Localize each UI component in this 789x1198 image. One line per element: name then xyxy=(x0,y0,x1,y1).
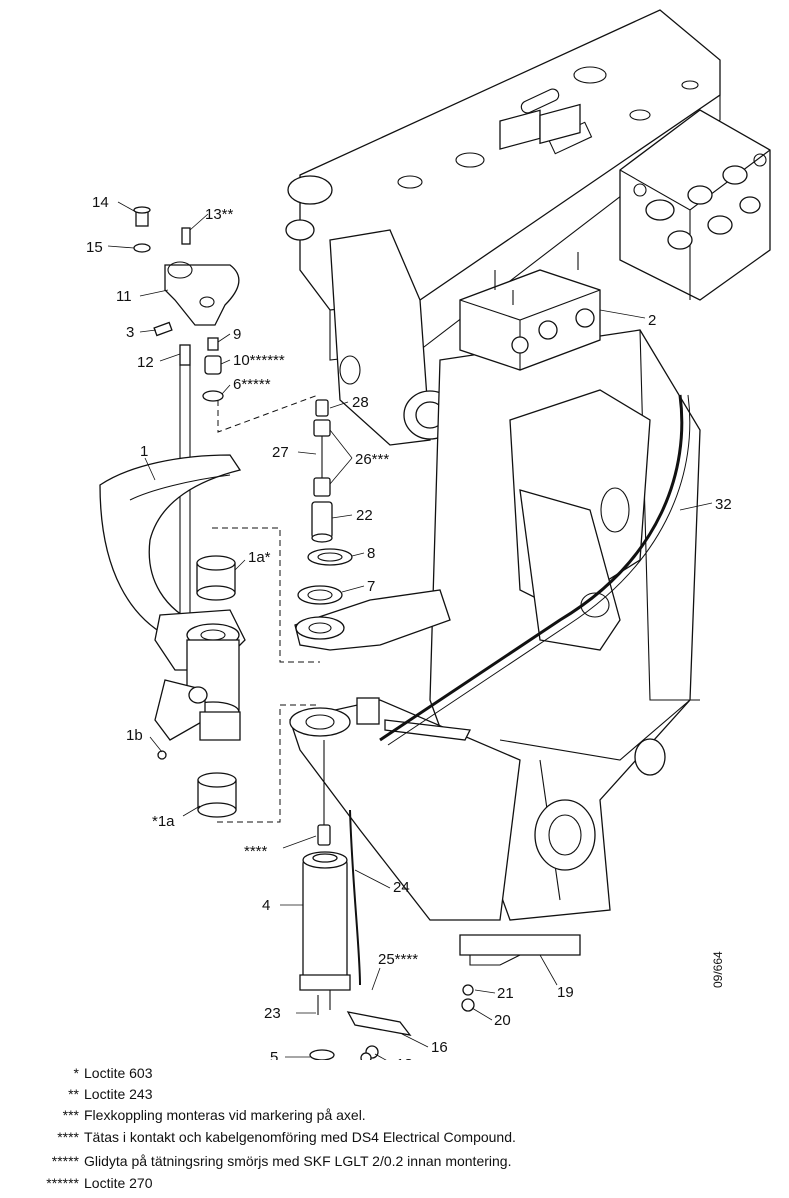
callout-28: 28 xyxy=(352,394,369,411)
callout-18: 18 xyxy=(396,1056,413,1060)
callout-12: 12 xyxy=(137,354,154,371)
callout-2: 2 xyxy=(648,312,656,329)
callout-4-stars: **** xyxy=(244,843,268,860)
callout-1: 1 xyxy=(140,443,148,460)
callout-6: 6***** xyxy=(233,376,271,393)
callout-23: 23 xyxy=(264,1005,281,1022)
callout-25: 25**** xyxy=(378,951,418,968)
legend-row: *** Flexkoppling monteras vid markering … xyxy=(0,1105,789,1125)
legend-text: Loctite 270 xyxy=(84,1175,153,1191)
callout-9: 9 xyxy=(233,326,241,343)
callout-1b: 1b xyxy=(126,727,143,744)
legend-stars: *** xyxy=(62,1107,79,1123)
dashed-link-3 xyxy=(217,704,320,823)
callout-11: 11 xyxy=(116,288,132,305)
legend-text: Loctite 603 xyxy=(84,1065,153,1081)
legend-row: ****** Loctite 270 xyxy=(0,1173,789,1193)
callout-16: 16 xyxy=(431,1039,448,1056)
upper-left-stack xyxy=(133,206,240,620)
callout-1a-bottom: *1a xyxy=(152,813,175,830)
callout-21: 21 xyxy=(497,985,514,1002)
legend-stars: ***** xyxy=(51,1153,79,1169)
callout-22: 22 xyxy=(356,507,373,524)
legend-row: **** Tätas i kontakt och kabelgenomförin… xyxy=(0,1127,789,1147)
callout-3: 3 xyxy=(126,324,134,341)
dashed-link-2 xyxy=(212,527,320,663)
callout-26: 26*** xyxy=(355,451,389,468)
callout-4: 4 xyxy=(262,897,270,914)
legend-row: ***** Glidyta på tätningsring smörjs med… xyxy=(0,1151,789,1171)
valve-block xyxy=(619,109,771,301)
callout-14: 14 xyxy=(92,194,109,211)
callout-24: 24 xyxy=(393,879,410,896)
callout-10: 10****** xyxy=(233,352,285,369)
legend-text: Tätas i kontakt och kabelgenomföring med… xyxy=(84,1129,516,1145)
callout-13: 13** xyxy=(205,206,234,223)
legend-row: * Loctite 603 xyxy=(0,1063,789,1083)
part-5-wheel xyxy=(309,1049,335,1060)
legend-stars: ****** xyxy=(46,1175,79,1191)
motor-4 xyxy=(299,740,361,1015)
legend-row: ** Loctite 243 xyxy=(0,1084,789,1104)
legend-stars: ** xyxy=(68,1086,79,1102)
legend: * Loctite 603 ** Loctite 243 *** Flexkop… xyxy=(0,1060,789,1198)
legend-text: Flexkoppling monteras vid markering på a… xyxy=(84,1107,366,1123)
legend-text: Loctite 243 xyxy=(84,1086,153,1102)
callout-1a-top: 1a* xyxy=(248,549,271,566)
dashed-link-1 xyxy=(217,394,319,433)
callout-15: 15 xyxy=(86,239,103,256)
legend-stars: **** xyxy=(57,1129,79,1145)
solenoid-valves xyxy=(459,103,601,371)
callout-5: 5 xyxy=(270,1049,278,1060)
callout-19: 19 xyxy=(557,984,574,1001)
callout-8: 8 xyxy=(367,545,375,562)
figure-id: 09/664 xyxy=(711,951,725,988)
callout-7: 7 xyxy=(367,578,375,595)
center-shaft-stack xyxy=(297,399,353,605)
steering-bracket-1 xyxy=(99,454,246,818)
callout-labels: 14 15 13** 11 3 12 9 10****** 6***** 1 1… xyxy=(86,194,732,1060)
leader-lines xyxy=(107,201,713,1060)
legend-text: Glidyta på tätningsring smörjs med SKF L… xyxy=(84,1153,512,1169)
cable-32 xyxy=(379,394,684,742)
legend-stars: * xyxy=(73,1065,79,1081)
callout-32: 32 xyxy=(715,496,732,513)
callout-27: 27 xyxy=(272,444,289,461)
main-frame xyxy=(285,9,721,966)
exploded-parts-diagram: 14 15 13** 11 3 12 9 10****** 6***** 1 1… xyxy=(86,9,771,1060)
callout-20: 20 xyxy=(494,1012,511,1029)
